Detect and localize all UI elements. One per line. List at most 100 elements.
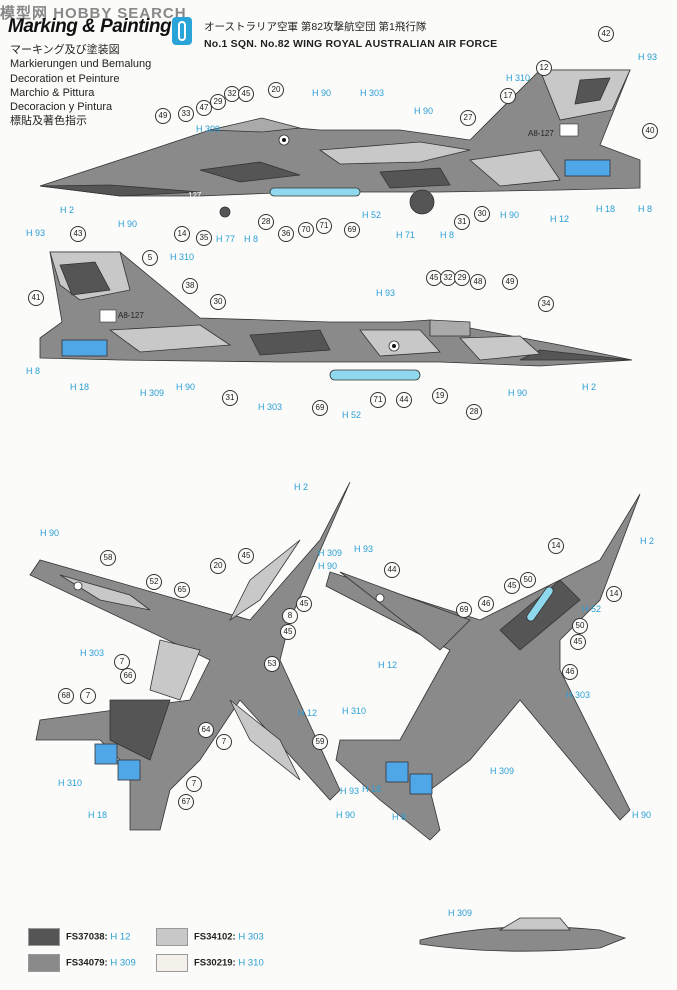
- callout: 36: [278, 226, 294, 242]
- callout: H 8: [26, 366, 41, 376]
- bottom-view: [325, 493, 641, 841]
- top-view: [29, 481, 351, 831]
- callout: 40: [642, 123, 658, 139]
- language-jp: マーキング及び塗装図: [10, 44, 120, 56]
- callout: 7: [186, 776, 202, 792]
- callout: H 303: [80, 648, 105, 658]
- callout: H 93: [26, 228, 46, 238]
- language-cn: 標貼及著色指示: [10, 115, 87, 128]
- callout: 44: [384, 562, 400, 578]
- callout: 46: [478, 596, 494, 612]
- callout: 43: [70, 226, 86, 242]
- legend-swatch: [28, 928, 60, 946]
- callout: H 90: [118, 219, 138, 229]
- legend-code: H 310: [238, 957, 264, 969]
- callout: H 90: [40, 528, 60, 538]
- callout: 45: [280, 624, 296, 640]
- callout: H 90: [176, 382, 196, 392]
- callout: H 309: [490, 766, 515, 776]
- callout: 64: [198, 722, 214, 738]
- callout: 41: [28, 290, 44, 306]
- legend-item: FS34102: H 303: [156, 928, 264, 946]
- watermark-text-a: 模型网: [0, 5, 49, 22]
- callout: 45: [504, 578, 520, 594]
- callout: H 90: [336, 810, 356, 820]
- callout: 27: [460, 110, 476, 126]
- callout: 45: [238, 548, 254, 564]
- callout: 71: [316, 218, 332, 234]
- callout: 45: [296, 596, 312, 612]
- callout: 48: [470, 274, 486, 290]
- callout: H 303: [566, 690, 591, 700]
- callout: H 93: [340, 786, 360, 796]
- callout: 7: [80, 688, 96, 704]
- pod-detail: [419, 917, 627, 952]
- side-view-left: [39, 251, 633, 381]
- callout: 49: [155, 108, 171, 124]
- callout: H 52: [582, 604, 602, 614]
- serial-text-1: A8-127: [528, 129, 554, 138]
- callout: H 8: [392, 812, 407, 822]
- callout: 28: [466, 404, 482, 420]
- legend-swatch: [156, 954, 188, 972]
- callout: 69: [344, 222, 360, 238]
- callout: H 2: [640, 536, 655, 546]
- callout: 17: [500, 88, 516, 104]
- callout: 14: [548, 538, 564, 554]
- callout: 52: [146, 574, 162, 590]
- callout: H 18: [362, 784, 382, 794]
- callout: H 309: [448, 908, 473, 918]
- scheme-header-en: No.1 SQN. No.82 WING ROYAL AUSTRALIAN AI…: [204, 38, 498, 50]
- callout: 31: [222, 390, 238, 406]
- callout: 45: [238, 86, 254, 102]
- callout: 28: [258, 214, 274, 230]
- callout: 19: [432, 388, 448, 404]
- callout: 29: [210, 94, 226, 110]
- callout: 69: [456, 602, 472, 618]
- callout: 8: [282, 608, 298, 624]
- callout: 45: [570, 634, 586, 650]
- nose-number-text: 127: [188, 191, 202, 200]
- callout: 35: [196, 230, 212, 246]
- callout: 70: [298, 222, 314, 238]
- callout: H 309: [140, 388, 165, 398]
- callout: 66: [120, 668, 136, 684]
- page-title: Marking & Painting: [8, 16, 172, 37]
- callout: 71: [370, 392, 386, 408]
- callout: 68: [58, 688, 74, 704]
- callout: H 18: [88, 810, 108, 820]
- callout: H 2: [60, 205, 75, 215]
- legend-fs: FS37038:: [66, 931, 108, 943]
- callout: H 309: [196, 124, 221, 134]
- language-de: Markierungen und Bemalung: [10, 58, 152, 71]
- legend-fs: FS30219:: [194, 957, 236, 969]
- callout: H 18: [70, 382, 90, 392]
- callout: 38: [182, 278, 198, 294]
- callout: H 310: [170, 252, 195, 262]
- callout: H 303: [360, 88, 385, 98]
- callout: H 12: [550, 214, 570, 224]
- callout: 69: [312, 400, 328, 416]
- callout: 30: [474, 206, 490, 222]
- callout: H 310: [58, 778, 83, 788]
- callout: H 310: [506, 73, 531, 83]
- callout: H 2: [582, 382, 597, 392]
- callout: 32: [440, 270, 456, 286]
- language-it: Marchio & Pittura: [10, 86, 95, 99]
- color-legend: FS37038: H 12 FS34102: H 303 FS34079: H …: [28, 928, 448, 978]
- callout: 50: [520, 572, 536, 588]
- callout: 20: [210, 558, 226, 574]
- callout: H 303: [258, 402, 283, 412]
- callout: 14: [606, 586, 622, 602]
- callout: H 12: [298, 708, 318, 718]
- legend-code: H 303: [238, 931, 264, 943]
- callout: H 8: [244, 234, 259, 244]
- legend-item: FS37038: H 12: [28, 928, 130, 946]
- callout: 65: [174, 582, 190, 598]
- legend-swatch: [156, 928, 188, 946]
- callout: H 12: [378, 660, 398, 670]
- callout: H 90: [312, 88, 332, 98]
- callout: 33: [178, 106, 194, 122]
- legend-code: H 309: [110, 957, 136, 969]
